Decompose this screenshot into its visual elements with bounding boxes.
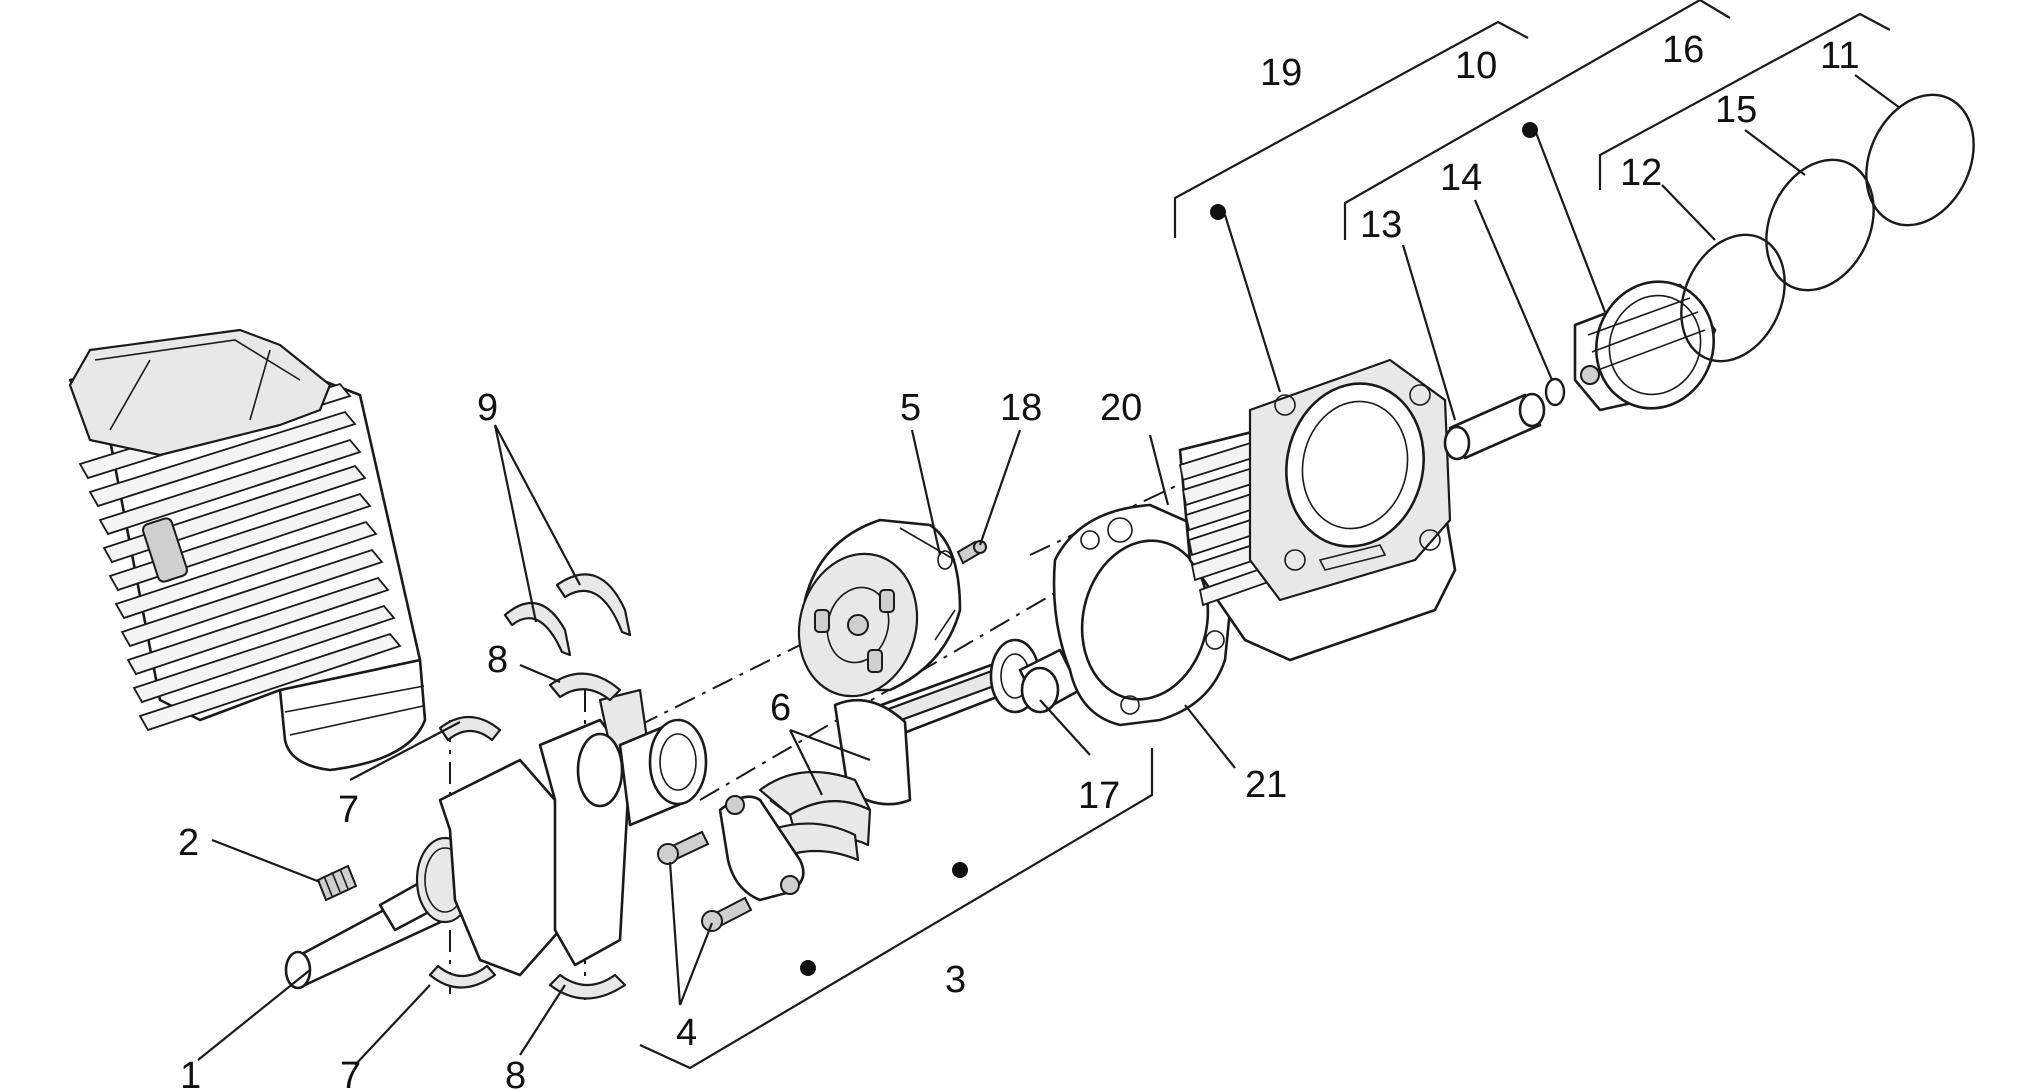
callout-18: 18 bbox=[1000, 387, 1042, 429]
callout-17: 17 bbox=[1078, 775, 1120, 817]
bearing-shell-7-upper bbox=[438, 715, 502, 742]
bearing-shell-8-lower bbox=[548, 973, 627, 1000]
callout-9: 9 bbox=[477, 387, 498, 429]
callout-11: 11 bbox=[1820, 35, 1859, 77]
marker-dot bbox=[800, 960, 816, 976]
circlip bbox=[1544, 377, 1566, 407]
bracket-group-3 bbox=[639, 748, 1154, 1070]
callout-4: 4 bbox=[676, 1012, 697, 1054]
callout-3: 3 bbox=[945, 959, 966, 1001]
bearing-shell-8-upper bbox=[548, 672, 622, 702]
callout-14: 14 bbox=[1440, 157, 1482, 199]
piston-pin bbox=[1443, 392, 1546, 461]
callout-6: 6 bbox=[770, 687, 791, 729]
callout-21: 21 bbox=[1245, 764, 1287, 806]
callout-15: 15 bbox=[1715, 89, 1757, 131]
small-screw bbox=[956, 540, 987, 565]
callout-7: 7 bbox=[338, 789, 359, 831]
callout-2: 2 bbox=[178, 822, 199, 864]
marker-dot bbox=[1210, 204, 1226, 220]
callout-19: 19 bbox=[1260, 52, 1302, 94]
assembled-cylinder-illustration bbox=[68, 328, 427, 772]
piston-ring-15 bbox=[1765, 158, 1875, 292]
piston-ring-12 bbox=[1680, 233, 1786, 363]
piston bbox=[1573, 280, 1717, 412]
bracket-group-19 bbox=[1173, 20, 1529, 238]
callout-8: 8 bbox=[505, 1055, 526, 1090]
callout-8: 8 bbox=[487, 639, 508, 681]
base-gasket bbox=[1052, 503, 1232, 727]
bracket-group-10 bbox=[1343, 0, 1731, 240]
leader-lines bbox=[197, 74, 1901, 1066]
callout-20: 20 bbox=[1100, 387, 1142, 429]
callout-16: 16 bbox=[1662, 29, 1704, 71]
marker-dot bbox=[952, 862, 968, 878]
marker-dot bbox=[1522, 122, 1538, 138]
thrust-washers bbox=[503, 573, 632, 657]
bearing-shell-7-lower bbox=[428, 964, 497, 989]
callout-5: 5 bbox=[900, 387, 921, 429]
flywheel-rotor bbox=[797, 518, 962, 698]
cylinder-barrel bbox=[1178, 358, 1457, 662]
callout-labels: 1 2 3 4 5 6 7 7 8 8 9 10 11 12 13 14 15 … bbox=[178, 29, 1859, 1090]
crankshaft bbox=[284, 688, 708, 990]
connecting-rod bbox=[833, 638, 1041, 806]
callout-12: 12 bbox=[1620, 152, 1662, 194]
grub-screw bbox=[316, 864, 358, 902]
rod-bolts bbox=[657, 830, 753, 932]
bracket-group-16 bbox=[1598, 12, 1891, 190]
callout-1: 1 bbox=[180, 1055, 201, 1090]
callout-7: 7 bbox=[340, 1055, 361, 1090]
o-ring bbox=[937, 550, 953, 570]
callout-10: 10 bbox=[1455, 45, 1497, 87]
rod-cap bbox=[718, 795, 805, 902]
piston-ring-11 bbox=[1865, 93, 1975, 227]
callout-13: 13 bbox=[1360, 204, 1402, 246]
